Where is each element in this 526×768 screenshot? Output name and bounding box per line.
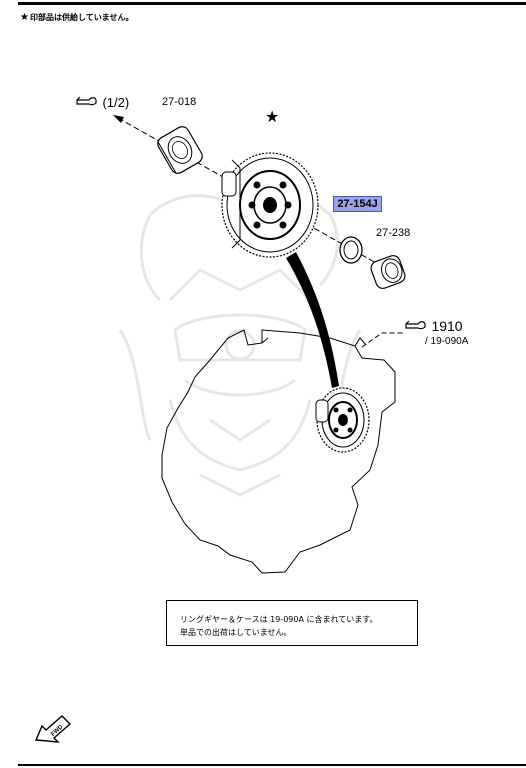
ref-page-1-2-label: (1/2) <box>102 95 130 111</box>
bearing-27-238 <box>370 255 406 289</box>
star-symbol: ★ <box>20 12 29 23</box>
bottom-rule <box>18 764 526 766</box>
pointing-hand-icon <box>76 94 98 112</box>
pointing-hand-icon <box>405 318 427 336</box>
shim-27-154j <box>339 236 363 264</box>
differential-gear-lower <box>315 387 370 453</box>
header-note-text: 印部品は供給していません。 <box>29 13 134 22</box>
label-27-018: 27-018 <box>162 96 197 108</box>
top-rule <box>18 2 526 5</box>
bearing-27-018 <box>157 126 203 174</box>
ref-1910-leader <box>361 332 403 348</box>
assembly-arrow <box>286 252 339 388</box>
ref-1910-label: 1910 <box>431 318 463 335</box>
notice-line-2: 単品での出荷はしていません。 <box>180 628 292 637</box>
label-27-238: 27-238 <box>376 227 411 239</box>
fwd-arrow-icon: FWD <box>34 712 74 748</box>
notice-line-1: リングギヤー＆ケースは 19-090A に含まれています。 <box>180 615 378 624</box>
label-27-154j[interactable]: 27-154J <box>333 196 382 212</box>
differential-gear-upper <box>221 152 319 258</box>
ref-page-1-2[interactable]: (1/2) <box>76 94 129 112</box>
star-marker: ★ <box>265 109 280 126</box>
transmission-case-outline <box>161 329 396 574</box>
watermark-emblem <box>118 194 362 497</box>
header-note: ★印部品は供給していません。 <box>20 12 134 23</box>
ref-1910[interactable]: 1910 <box>405 318 463 336</box>
notice-box: リングギヤー＆ケースは 19-090A に含まれています。 単品での出荷はしてい… <box>166 600 418 646</box>
ref-19-090a: / 19-090A <box>425 336 469 347</box>
